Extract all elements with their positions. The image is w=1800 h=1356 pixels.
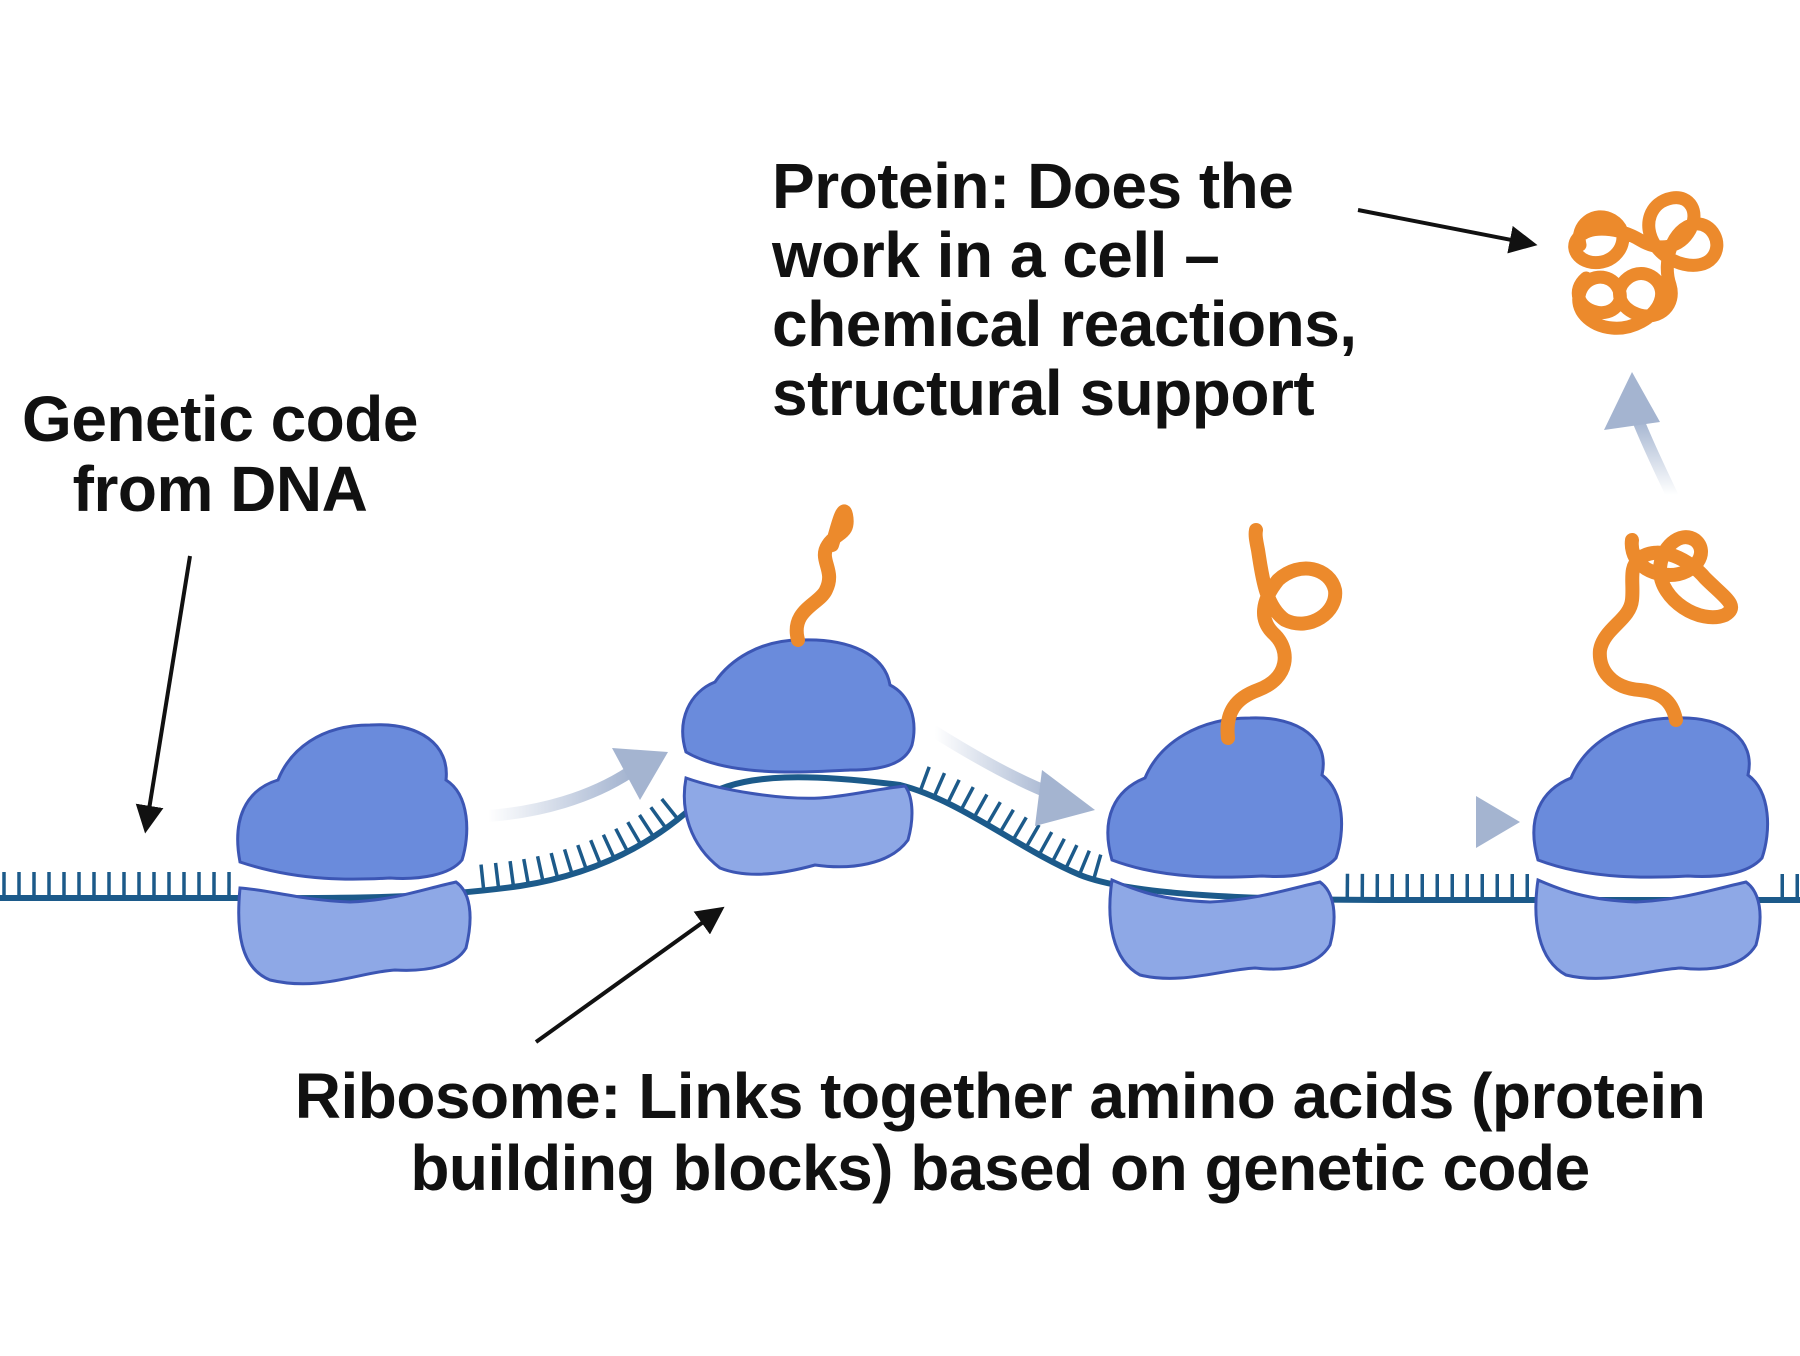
nucleotide-bases — [2, 766, 1799, 900]
ribosome-stage-4 — [1532, 530, 1770, 980]
nucleotide-tick — [508, 860, 516, 888]
nucleotide-tick — [1037, 831, 1054, 856]
nucleotide-tick — [1050, 838, 1066, 863]
flow-arrow-4 — [1604, 372, 1678, 501]
nucleotide-tick — [918, 766, 931, 792]
small-subunit — [1534, 877, 1762, 980]
nucleotide-tick — [493, 862, 501, 889]
protein-chain-short — [789, 504, 854, 647]
nucleotide-tick — [1011, 816, 1028, 841]
nucleotide-tick — [1091, 854, 1103, 881]
nucleotide-tick — [614, 827, 630, 853]
nucleotide-tick — [985, 801, 1002, 826]
large-subunit — [236, 723, 469, 881]
nucleotide-tick — [660, 797, 680, 821]
protein-label-arrow — [1357, 208, 1538, 254]
nucleotide-tick — [479, 864, 486, 891]
label-arrows — [135, 208, 1538, 1044]
ribosome-label-arrow — [534, 906, 725, 1044]
nucleotide-tick — [1064, 844, 1079, 870]
small-subunit — [682, 776, 914, 876]
dna-label: Genetic code from DNA — [22, 383, 418, 525]
ribosome-stage-2 — [681, 504, 916, 876]
nucleotide-tick — [998, 808, 1015, 834]
nucleotide-tick — [638, 814, 656, 838]
nucleotide-tick — [576, 844, 589, 871]
flow-arrow-2 — [929, 726, 1095, 826]
nucleotide-tick — [1077, 850, 1091, 876]
nucleotide-tick — [959, 786, 975, 811]
nucleotide-tick — [649, 806, 668, 830]
flow-arrow-3 — [1362, 796, 1520, 848]
nucleotide-tick — [535, 855, 545, 883]
ribosome-stage-3 — [1106, 523, 1344, 980]
nucleotide-tick — [601, 834, 616, 860]
large-subunit — [681, 638, 916, 774]
nucleotide-tick — [932, 772, 947, 798]
nucleotide-tick — [946, 779, 961, 804]
ribosome-stage-1 — [236, 723, 472, 986]
ribosome-label: Ribosome: Links together amino acids (pr… — [294, 1060, 1706, 1204]
large-subunit — [1106, 716, 1344, 879]
nucleotide-tick — [562, 848, 574, 875]
large-subunit — [1532, 716, 1770, 879]
small-subunit — [1108, 877, 1336, 980]
protein-chain-medium — [1220, 523, 1343, 745]
folded-protein — [1568, 191, 1724, 335]
small-subunit — [237, 880, 472, 986]
nucleotide-tick — [626, 821, 643, 846]
protein-label: Protein: Does the work in a cell – chemi… — [772, 150, 1357, 429]
dna-label-arrow — [135, 555, 192, 834]
nucleotide-tick — [1024, 824, 1041, 849]
flow-arrows — [482, 372, 1678, 848]
nucleotide-tick — [549, 852, 560, 879]
nucleotide-tick — [522, 858, 531, 885]
flow-arrow-1 — [482, 748, 668, 822]
nucleotide-tick — [972, 793, 989, 819]
nucleotide-tick — [589, 839, 603, 865]
protein-chain-long — [1592, 530, 1738, 727]
